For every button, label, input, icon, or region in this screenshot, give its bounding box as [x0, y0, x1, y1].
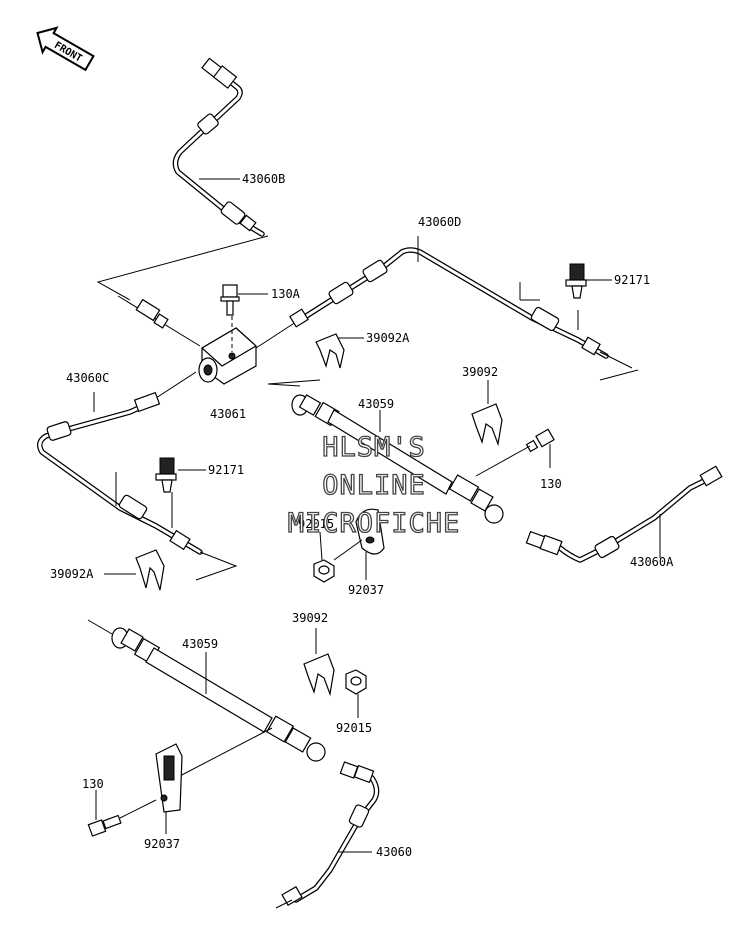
clamp-39092-lower: [303, 653, 335, 697]
label-43060b: 43060B: [242, 172, 285, 186]
label-43059-lower: 43059: [182, 637, 218, 651]
label-130a: 130A: [271, 287, 301, 301]
bracket-92037-lower: [155, 743, 183, 813]
brake-pipe-43060: [275, 761, 380, 909]
brake-pipe-43060d: [255, 247, 633, 369]
label-43060c: 43060C: [66, 371, 109, 385]
watermark-line2: ONLINE: [322, 470, 426, 501]
label-92015-upper: 92015: [298, 517, 334, 531]
label-92037-upper: 92037: [348, 583, 384, 597]
label-39092-lower: 39092: [292, 611, 328, 625]
bolt-130-lower: [87, 814, 122, 837]
watermark-line1: HLSM'S: [322, 432, 426, 463]
label-43060d: 43060D: [418, 215, 461, 229]
clip-92171-left: [155, 457, 177, 493]
label-39092-upper: 39092: [462, 365, 498, 379]
label-43061: 43061: [210, 407, 246, 421]
watermark-line3: MICROFICHE: [288, 508, 461, 539]
brake-hose-43059-lower: [87, 619, 326, 762]
nut-92015-lower: [345, 669, 367, 695]
brake-pipe-43060a: [525, 465, 723, 563]
bolt-130a: [220, 284, 240, 316]
brake-pipe-43060c: [37, 371, 203, 555]
bracket-92037-upper: [355, 508, 385, 555]
label-92015-lower: 92015: [336, 721, 372, 735]
label-92171-upper: 92171: [614, 273, 650, 287]
label-39092a-lower: 39092A: [50, 567, 94, 581]
nut-92015-upper: [313, 559, 335, 583]
clamp-39092a-lower: [135, 549, 165, 591]
label-130-lower: 130: [82, 777, 104, 791]
watermark: HLSM'S ONLINE MICROFICHE: [287, 431, 461, 539]
label-43060a: 43060A: [630, 555, 674, 569]
label-43059-upper: 43059: [358, 397, 394, 411]
brake-hose-43059-upper: [267, 379, 504, 524]
clamp-39092-upper: [471, 403, 503, 447]
label-39092a-upper: 39092A: [366, 331, 410, 345]
label-130-right: 130: [540, 477, 562, 491]
label-43060: 43060: [376, 845, 412, 859]
clip-92171-upper: [565, 263, 587, 299]
label-92171-left: 92171: [208, 463, 244, 477]
label-92037-lower: 92037: [144, 837, 180, 851]
clamp-39092a-upper: [315, 333, 345, 369]
bolt-130-right: [525, 428, 555, 453]
brake-pipe-43060b: [172, 57, 265, 237]
front-arrow-icon: FRONT: [36, 26, 95, 72]
joint-43061: [198, 327, 258, 385]
pipe-stub-left: [117, 295, 201, 347]
